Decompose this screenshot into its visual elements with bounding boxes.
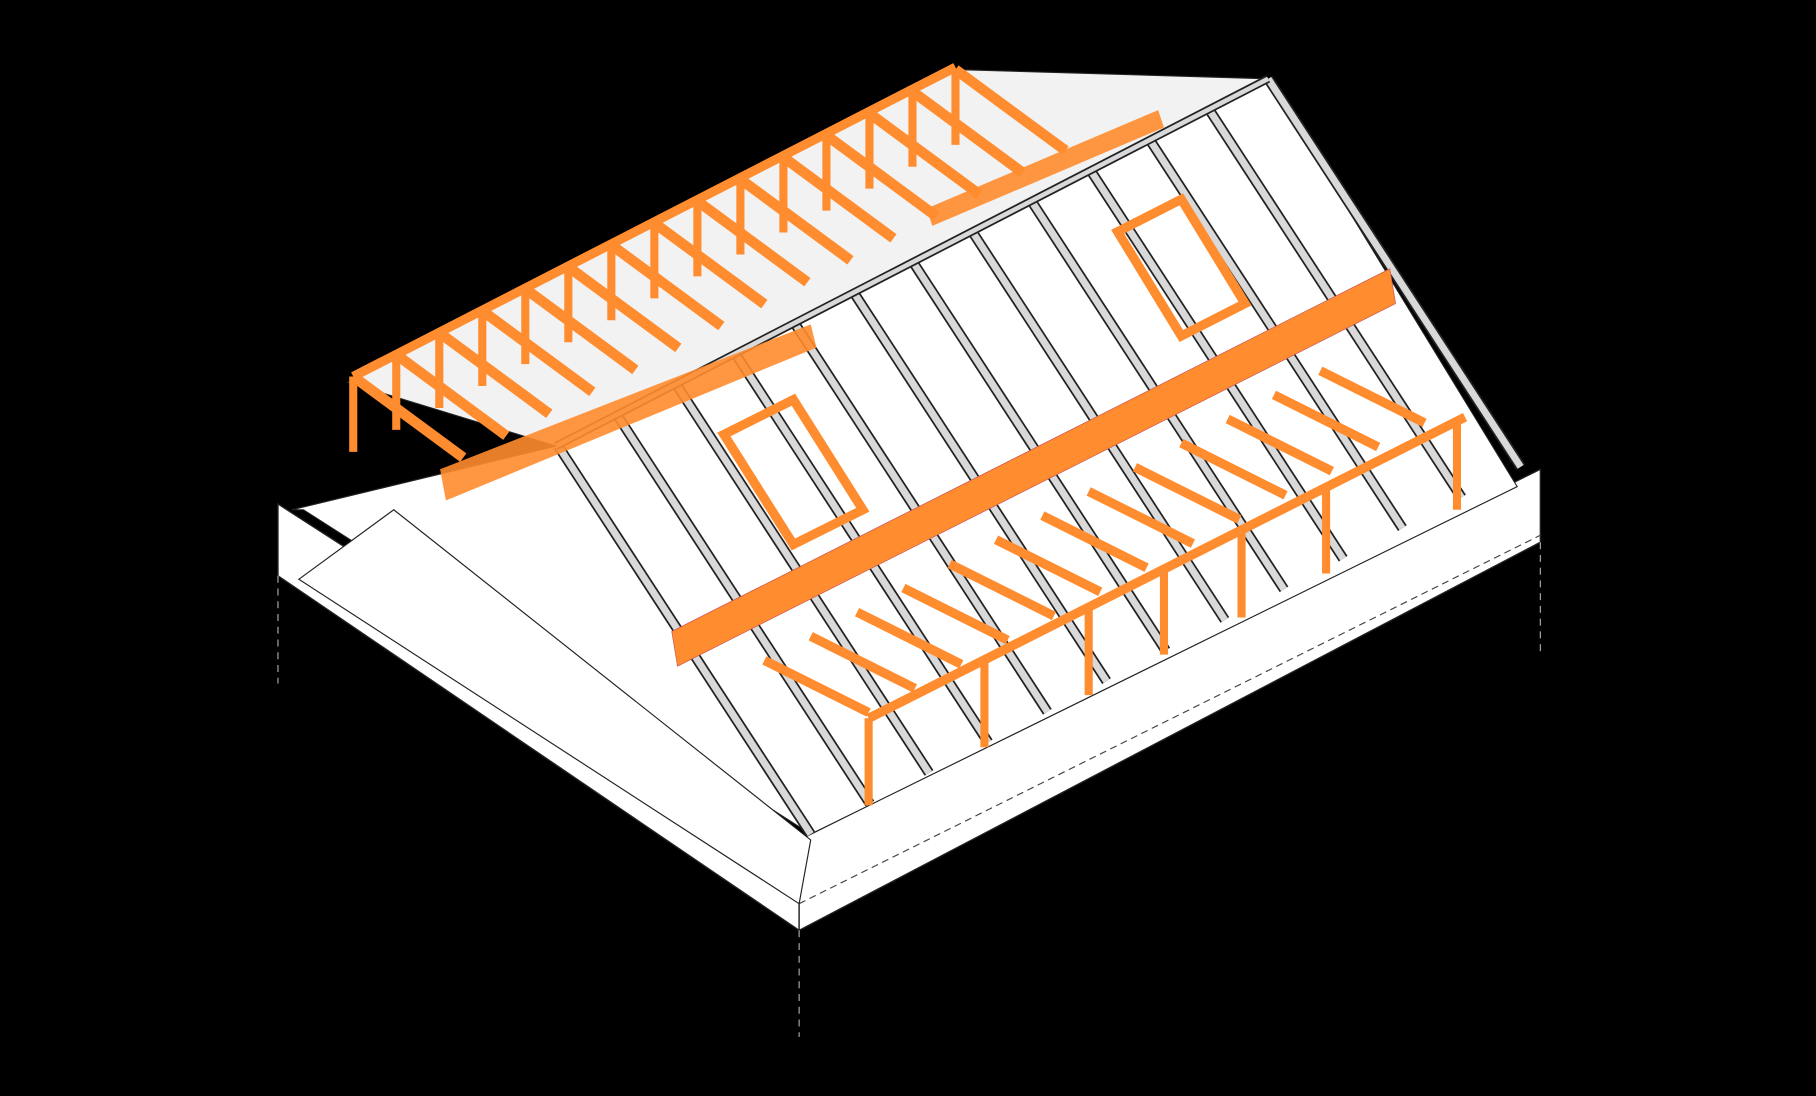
ceiling-joist	[1040, 511, 1149, 572]
purlin-band	[671, 268, 1396, 667]
ceiling-joist	[1179, 439, 1288, 500]
front-rafter	[1265, 76, 1524, 469]
ridge-beam-right	[926, 110, 1164, 226]
back-rafter	[651, 218, 768, 309]
floor-left	[297, 509, 812, 905]
ceiling-joist	[1271, 390, 1381, 452]
new-elements	[440, 110, 1396, 667]
back-rafter	[737, 174, 854, 265]
ceiling-joist	[808, 632, 918, 693]
ceiling-joist	[762, 656, 871, 717]
slab-hidden-line	[798, 534, 1541, 905]
ceiling-joist	[1318, 366, 1427, 428]
back-rafter	[952, 65, 1069, 155]
back-rafter	[694, 196, 811, 287]
back-rafter	[866, 109, 983, 199]
back-rafter	[522, 284, 639, 375]
back-rafter	[608, 240, 725, 331]
ceiling-joist	[854, 607, 964, 669]
back-rafter	[479, 306, 596, 397]
ceiling-joist	[993, 535, 1103, 596]
back-rafter	[565, 262, 682, 353]
ceiling-joist	[1225, 414, 1334, 476]
skylight-right	[1111, 193, 1252, 343]
ridge-beam-left	[440, 324, 817, 501]
ceiling-joists	[762, 366, 1468, 806]
back-top-plate	[351, 63, 958, 381]
skylight-left	[717, 393, 870, 551]
back-rafters	[349, 63, 1069, 462]
ceiling-joist	[1132, 463, 1242, 524]
back-rafter	[350, 372, 467, 462]
back-rafter	[909, 87, 1026, 177]
back-rafter	[436, 328, 553, 418]
back-rafter	[823, 131, 940, 221]
ceiling-joist	[947, 559, 1057, 621]
ceiling-joist	[901, 583, 1010, 645]
back-rafter	[780, 153, 897, 243]
back-rafter	[393, 350, 510, 440]
ceiling-joist	[1086, 487, 1195, 548]
